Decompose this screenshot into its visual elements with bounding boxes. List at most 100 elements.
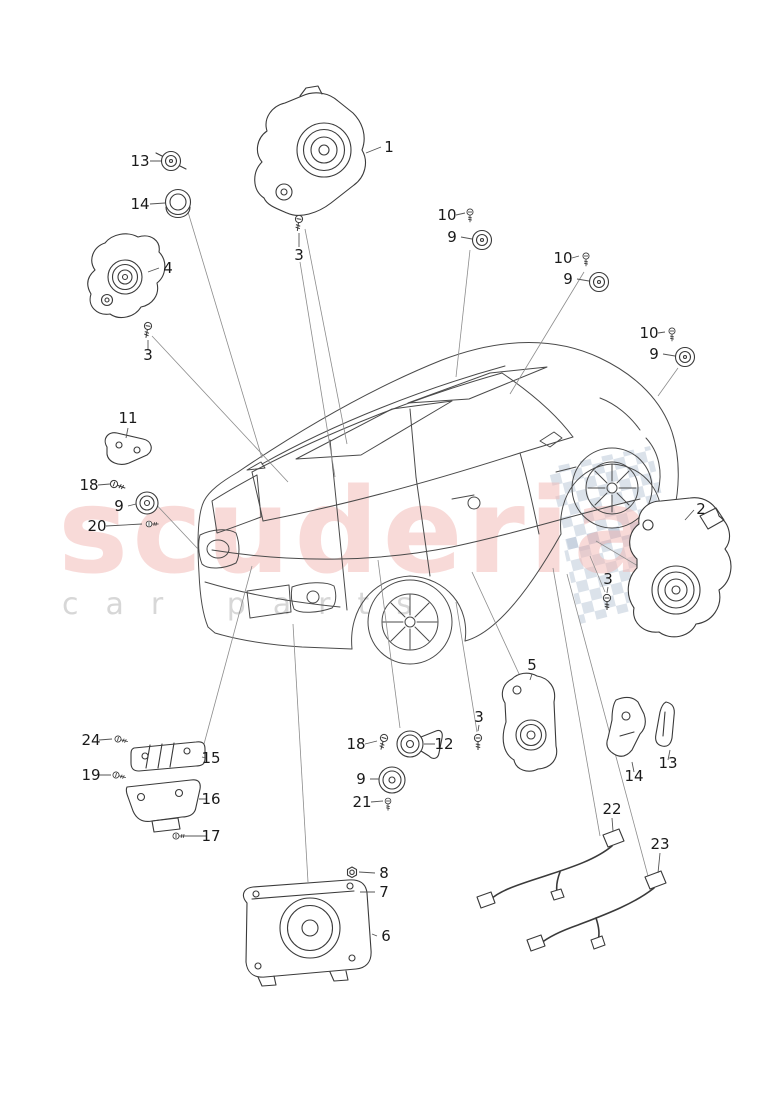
part-9-speaker-left <box>135 491 159 515</box>
part-14-tweeter-housing-top <box>164 188 192 219</box>
headlight-hint <box>599 397 641 431</box>
window-bottom-edge <box>262 436 574 522</box>
rear-door-cut <box>335 498 348 611</box>
part-4-rear-speaker-bracket <box>87 233 166 319</box>
callout-19: 19 <box>81 766 100 784</box>
door-handle-front <box>555 466 577 473</box>
callout-5: 5 <box>527 656 537 674</box>
part-16-mounting-bracket <box>125 779 201 833</box>
callout-10: 10 <box>553 249 572 267</box>
label-ticks <box>97 146 695 937</box>
callout-12: 12 <box>434 735 453 753</box>
screw-icon-3d <box>473 733 483 751</box>
part-8-nut <box>346 866 358 879</box>
callout-14: 14 <box>130 195 149 213</box>
callout-3: 3 <box>294 246 304 264</box>
callouts-layer: 1131434310910910911189202353121892113142… <box>79 138 705 945</box>
car-rear-profile <box>197 471 353 650</box>
part-9-speaker-center <box>378 766 406 794</box>
side-mirror <box>539 431 563 448</box>
callout-2: 2 <box>696 500 706 518</box>
screw-icon-19 <box>111 770 128 782</box>
callout-23: 23 <box>650 835 669 853</box>
callout-21: 21 <box>352 793 371 811</box>
part-13-clip-bottom <box>655 701 675 747</box>
part-11-bracket <box>104 432 152 465</box>
fender-cut <box>519 452 540 535</box>
part-15-mounting-bracket <box>130 741 206 772</box>
license-plate <box>246 584 292 619</box>
front-wheel <box>571 447 653 529</box>
screw-icon-17 <box>172 832 187 840</box>
door-handle-rear <box>451 494 475 500</box>
b-pillar <box>409 408 417 478</box>
pair-10-9-a <box>466 208 493 251</box>
screw-icon-3b <box>141 321 153 339</box>
watermark: scuderia car parts <box>58 446 680 624</box>
callout-9: 9 <box>447 228 457 246</box>
callout-3: 3 <box>143 346 153 364</box>
callout-9: 9 <box>356 770 366 788</box>
callout-4: 4 <box>163 259 173 277</box>
screw-icon-21 <box>384 797 392 811</box>
rocker-line <box>464 533 562 642</box>
a-pillar <box>501 372 574 438</box>
watermark-brand: scuderia <box>58 462 657 600</box>
screw-icon-10a <box>466 208 474 223</box>
callout-18: 18 <box>346 735 365 753</box>
parts-layer <box>87 85 732 987</box>
callout-18: 18 <box>79 476 98 494</box>
callout-9: 9 <box>114 497 124 515</box>
c-pillar <box>329 439 337 500</box>
taillight-inner <box>290 582 337 613</box>
callout-22: 22 <box>602 800 621 818</box>
sunroof-rear-panel <box>295 400 453 460</box>
rear-wheel <box>367 579 453 665</box>
part-1-front-door-speaker-assembly <box>254 85 366 216</box>
screw-icon-10c <box>668 327 676 342</box>
taillight-left-lens <box>206 539 230 559</box>
antenna-fin <box>246 461 266 471</box>
callout-11: 11 <box>118 409 137 427</box>
callout-24: 24 <box>81 731 100 749</box>
screw-icon-10b <box>582 252 590 267</box>
shoulder-line <box>211 498 641 560</box>
callout-14: 14 <box>624 767 643 785</box>
screw-icon-24 <box>113 734 130 746</box>
part-13-tweeter-top <box>155 150 187 172</box>
part-2-front-door-speaker-assembly <box>627 497 732 638</box>
part-5-speaker-bracket <box>501 672 558 772</box>
taillight-inner-lens <box>306 590 320 604</box>
callout-9: 9 <box>563 270 573 288</box>
callout-13: 13 <box>130 152 149 170</box>
callout-10: 10 <box>639 324 658 342</box>
callout-17: 17 <box>201 827 220 845</box>
part-12-speaker-with-bracket <box>396 729 443 759</box>
leader-lines <box>149 211 679 883</box>
sunroof-front-panel <box>407 366 548 404</box>
fuel-cap <box>467 496 481 510</box>
part-14-bracket-bottom <box>606 696 646 757</box>
callout-7: 7 <box>379 883 389 901</box>
pair-10-9-b <box>582 252 610 293</box>
front-door-cut <box>415 476 431 577</box>
part-22-wiring-harness <box>476 828 625 909</box>
rear-wheel-arch <box>351 575 467 650</box>
roof-rail <box>261 365 506 465</box>
callout-8: 8 <box>379 864 389 882</box>
callout-3: 3 <box>603 570 613 588</box>
screw-icon-18b <box>376 733 389 752</box>
part-6-subwoofer-assembly <box>242 879 372 987</box>
callout-1: 1 <box>384 138 394 156</box>
callout-15: 15 <box>201 749 220 767</box>
callout-16: 16 <box>201 790 220 808</box>
callout-3: 3 <box>474 708 484 726</box>
rear-bumper-crease <box>204 581 341 608</box>
callout-9: 9 <box>649 345 659 363</box>
callout-13: 13 <box>658 754 677 772</box>
front-grille-hint <box>645 437 661 493</box>
taillight-left <box>198 529 240 569</box>
rear-pillar <box>251 471 264 522</box>
